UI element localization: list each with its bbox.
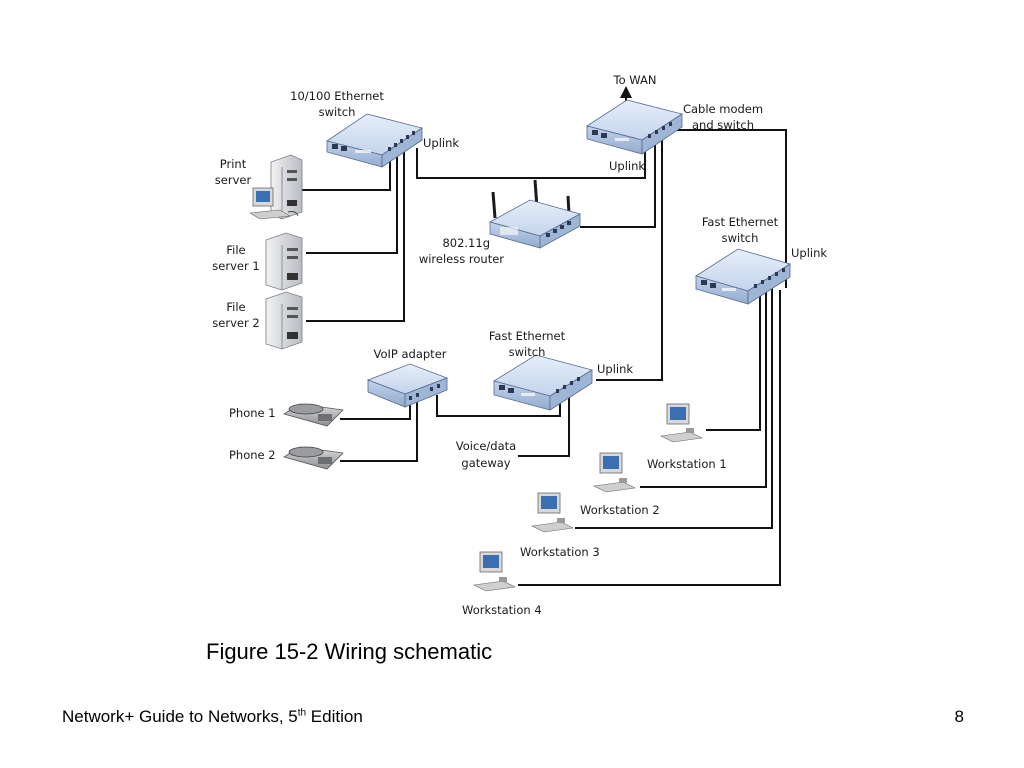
wire-voip-to-switch	[436, 395, 561, 417]
ethernet-switch-label-line1: 10/100 Ethernet	[290, 89, 384, 103]
wire-phone-2	[340, 398, 418, 462]
fast-ethernet-mid-uplink-label: Uplink	[597, 362, 634, 376]
file-server-2-label-line2: server 2	[212, 316, 260, 330]
router-label-line1: 802.11g	[442, 236, 490, 250]
print-server-label-line1: Print	[219, 157, 247, 171]
gateway-label-line2: gateway	[461, 456, 511, 470]
wire-file-server-1	[306, 150, 398, 254]
footer-title-sup: th	[297, 707, 307, 719]
phone-2-label: Phone 2	[229, 448, 276, 462]
footer-book-title: Network+ Guide to Networks, 5th Edition	[62, 707, 363, 727]
ethernet-switch-uplink-label: Uplink	[423, 136, 460, 150]
wires	[300, 96, 787, 586]
wire-mid-switch-uplink	[596, 138, 663, 381]
voip-adapter-icon	[366, 363, 449, 408]
voip-adapter-label: VoIP adapter	[373, 347, 447, 361]
to-wan-label: To WAN	[613, 73, 657, 87]
wan-arrow-icon	[620, 86, 632, 98]
wireless-router-icon	[488, 179, 582, 249]
cable-modem-label-line1: Cable modem	[682, 102, 764, 116]
cable-modem-uplink-label: Uplink	[609, 159, 646, 173]
wire-workstation-1	[706, 284, 761, 431]
wire-workstation-4	[518, 290, 781, 586]
router-label-line2: wireless router	[418, 252, 504, 266]
wire-workstation-3	[575, 288, 773, 529]
workstation-4-icon	[472, 551, 517, 592]
cable-modem-switch-icon	[586, 99, 683, 155]
phone-1-label: Phone 1	[229, 406, 276, 420]
fast-ethernet-mid-label-line2: switch	[508, 345, 546, 359]
workstation-2-icon	[592, 452, 637, 493]
fast-ethernet-right-label-line1: Fast Ethernet	[701, 215, 779, 229]
cable-modem-label-line2: and switch	[691, 118, 754, 132]
wire-gateway	[518, 395, 570, 457]
ethernet-switch-label-line2: switch	[318, 105, 356, 119]
wire-workstation-2	[640, 286, 767, 488]
wire-print-server	[300, 150, 391, 191]
fast-ethernet-switch-right-icon	[695, 248, 791, 305]
footer-title-end: Edition	[306, 707, 363, 726]
fast-ethernet-switch-mid-icon	[493, 354, 593, 411]
workstation-1-label: Workstation 1	[647, 457, 727, 471]
workstation-3-label: Workstation 3	[520, 545, 600, 559]
phone-2-icon	[283, 446, 344, 470]
workstation-3-icon	[530, 492, 575, 533]
phone-1-icon	[283, 403, 344, 427]
page-number: 8	[954, 707, 964, 726]
gateway-label-line1: Voice/data	[455, 439, 517, 453]
fast-ethernet-right-uplink-label: Uplink	[791, 246, 828, 260]
file-server-1-label-line1: File	[226, 243, 246, 257]
ethernet-switch-10-100-icon	[326, 113, 423, 168]
workstation-4-label: Workstation 4	[462, 603, 542, 617]
wire-eth-uplink	[416, 140, 646, 179]
print-server-label-line2: server	[214, 173, 252, 187]
file-server-1-icon	[265, 232, 303, 291]
footer-title-main: Network+ Guide to Networks, 5	[62, 707, 298, 726]
print-server-icon	[249, 154, 303, 220]
fast-ethernet-right-label-line2: switch	[721, 231, 759, 245]
wire-right-switch-uplink	[676, 129, 787, 288]
wire-router-uplink	[580, 140, 656, 228]
fast-ethernet-mid-label-line1: Fast Ethernet	[488, 329, 566, 343]
file-server-2-label-line1: File	[226, 300, 246, 314]
file-server-1-label-line2: server 1	[212, 259, 260, 273]
workstation-1-icon	[659, 403, 704, 443]
file-server-2-icon	[265, 291, 303, 350]
workstation-2-label: Workstation 2	[580, 503, 660, 517]
wire-file-server-2	[306, 150, 405, 322]
figure-caption: Figure 15-2 Wiring schematic	[206, 639, 493, 664]
